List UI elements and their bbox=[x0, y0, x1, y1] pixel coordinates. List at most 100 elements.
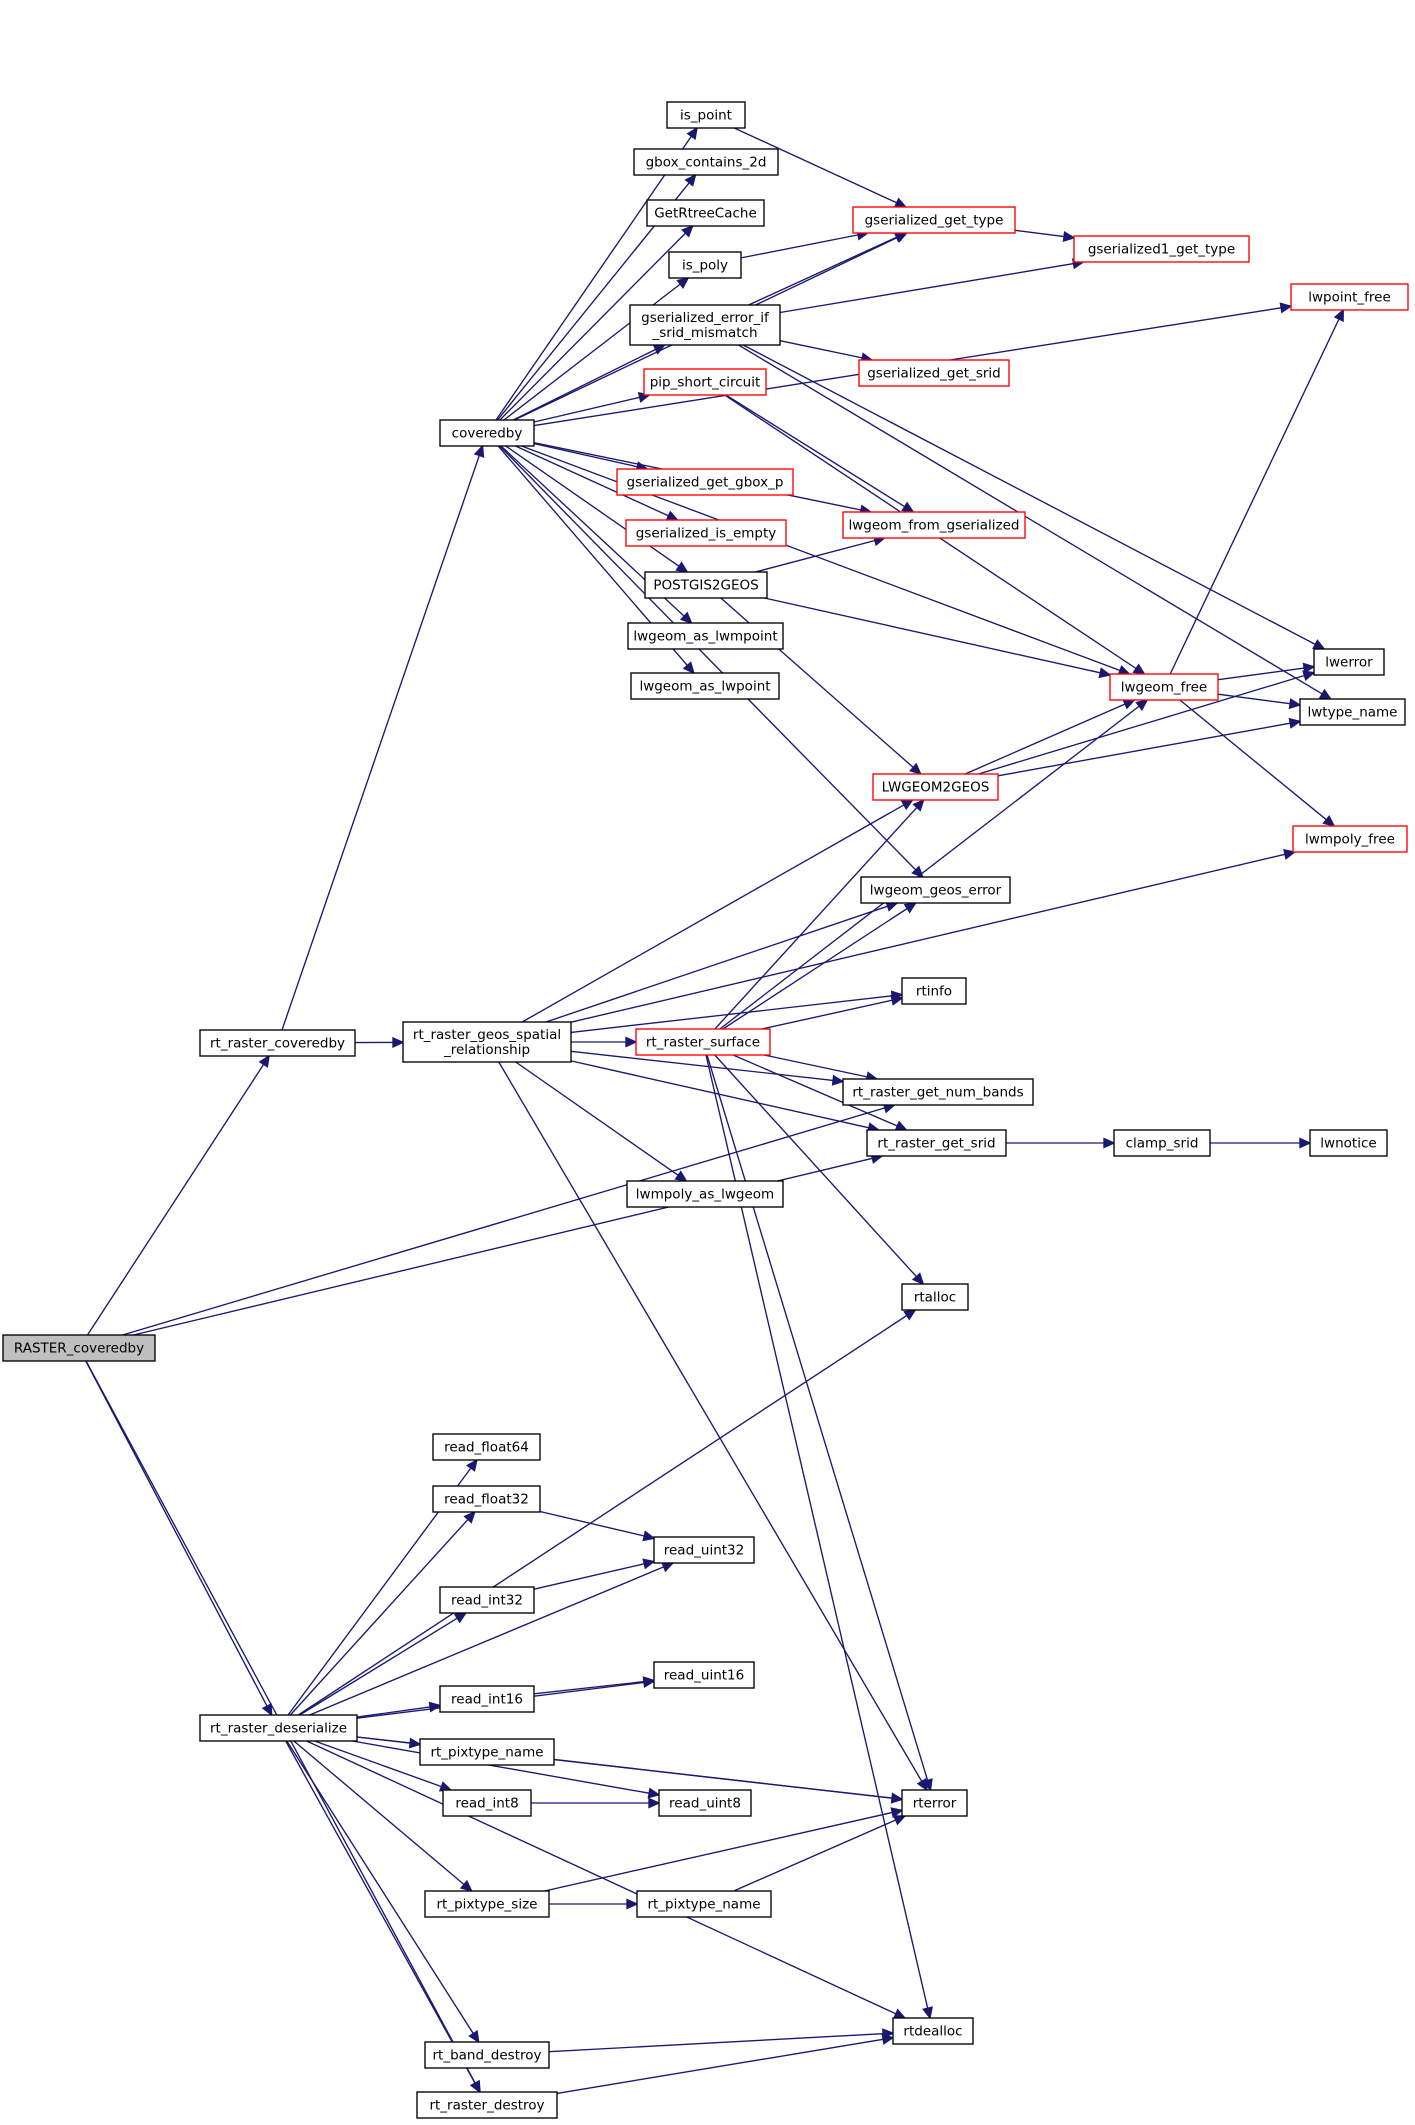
edge-line bbox=[742, 344, 1316, 645]
node-is-poly[interactable]: is_poly bbox=[668, 251, 742, 279]
node-rt-raster-deserialize[interactable]: rt_raster_deserialize bbox=[199, 1714, 358, 1742]
node-rterror[interactable]: rterror bbox=[901, 1789, 968, 1817]
node-label: read_float64 bbox=[444, 1440, 529, 1456]
edge-rt_raster_deserialize-to-rt_raster_destroy bbox=[285, 1740, 481, 2094]
node-label: lwgeom_geos_error bbox=[870, 883, 1002, 899]
node-label: rt_pixtype_name bbox=[430, 1745, 543, 1761]
edge-LWGEOM2GEOS-to-lwerror bbox=[978, 670, 1316, 775]
node-rt-raster-surface[interactable]: rt_raster_surface bbox=[635, 1028, 771, 1056]
edge-rt_raster_surface-to-rt_raster_get_num_bands bbox=[763, 1054, 879, 1083]
node-read-uint16[interactable]: read_uint16 bbox=[653, 1661, 755, 1689]
node-read-uint32[interactable]: read_uint32 bbox=[653, 1536, 755, 1564]
node-rtalloc[interactable]: rtalloc bbox=[901, 1283, 969, 1311]
node-gserialized-get-type[interactable]: gserialized_get_type bbox=[852, 206, 1016, 234]
edge-line bbox=[499, 445, 917, 871]
node-read-float32[interactable]: read_float32 bbox=[432, 1485, 541, 1513]
node-is-point[interactable]: is_point bbox=[666, 101, 746, 129]
node-label: rt_raster_surface bbox=[646, 1035, 760, 1051]
node-box bbox=[626, 1180, 784, 1208]
arrowhead-icon bbox=[625, 1036, 638, 1048]
node-rt-pixtype-size[interactable]: rt_pixtype_size bbox=[424, 1890, 550, 1918]
node-box bbox=[1290, 283, 1409, 311]
arrowhead-icon bbox=[1288, 717, 1302, 729]
node-gserialized-get-srid[interactable]: gserialized_get_srid bbox=[858, 359, 1010, 387]
edge-line bbox=[352, 1740, 650, 1794]
node-coveredby[interactable]: coveredby bbox=[439, 419, 535, 447]
node-label: lwmpoly_free bbox=[1305, 832, 1395, 848]
node-lwgeom-free[interactable]: lwgeom_free bbox=[1109, 673, 1219, 701]
edge-rt_raster_coveredby-to-coveredby bbox=[281, 444, 485, 1031]
arrowhead-icon bbox=[466, 1458, 478, 1472]
node-rtinfo[interactable]: rtinfo bbox=[901, 977, 967, 1005]
arrowhead-icon bbox=[922, 2006, 933, 2020]
node-rt-pixtype-name-a[interactable]: rt_pixtype_name bbox=[419, 1738, 555, 1766]
node-lwnotice[interactable]: lwnotice bbox=[1309, 1129, 1388, 1157]
node-read-int16[interactable]: read_int16 bbox=[439, 1685, 535, 1713]
node-lwmpoly-as-lwgeom[interactable]: lwmpoly_as_lwgeom bbox=[626, 1180, 784, 1208]
node-lwerror[interactable]: lwerror bbox=[1313, 648, 1385, 676]
node-lwmpoly-free[interactable]: lwmpoly_free bbox=[1292, 825, 1408, 853]
node-box bbox=[633, 148, 779, 176]
node-lwgeom2geos[interactable]: LWGEOM2GEOS bbox=[872, 773, 999, 801]
arrowhead-icon bbox=[922, 1778, 933, 1792]
node-read-int8[interactable]: read_int8 bbox=[442, 1789, 532, 1817]
edge-rt_pixtype_name_b-to-rterror bbox=[733, 1815, 907, 1892]
node-label: read_int16 bbox=[451, 1692, 523, 1708]
arrowhead-icon bbox=[1062, 230, 1076, 242]
node-box bbox=[439, 419, 535, 447]
node-gserialized1-get-type[interactable]: gserialized1_get_type bbox=[1073, 235, 1250, 263]
node-label: POSTGIS2GEOS bbox=[653, 578, 758, 594]
edge-line bbox=[725, 394, 906, 508]
edge-gserialized_get_type-to-gserialized1_get_type bbox=[1014, 229, 1076, 242]
arrowhead-icon bbox=[892, 1815, 907, 1826]
arrowhead-icon bbox=[909, 762, 922, 776]
node-label: lwpoint_free bbox=[1308, 290, 1391, 306]
node-rt-band-destroy[interactable]: rt_band_destroy bbox=[424, 2041, 550, 2069]
edge-line bbox=[748, 236, 897, 306]
node-label: GetRtreeCache bbox=[654, 206, 757, 222]
node-rtdealloc[interactable]: rtdealloc bbox=[892, 2017, 974, 2045]
node-read-float64[interactable]: read_float64 bbox=[432, 1433, 541, 1461]
node-read-int32[interactable]: read_int32 bbox=[439, 1586, 535, 1614]
edge-rt_raster_surface-to-rtinfo bbox=[761, 994, 904, 1030]
node-rt-raster-get-num-bands[interactable]: rt_raster_get_num_bands bbox=[842, 1078, 1034, 1106]
edge-line bbox=[544, 1811, 893, 1892]
node-lwgeom-from-gserialized[interactable]: lwgeom_from_gserialized bbox=[842, 511, 1026, 539]
node-gserialized-get-gbox-p[interactable]: gserialized_get_gbox_p bbox=[616, 468, 794, 496]
node-lwgeom-geos-error[interactable]: lwgeom_geos_error bbox=[860, 876, 1011, 904]
node-rt-raster-coveredby[interactable]: rt_raster_coveredby bbox=[199, 1029, 356, 1057]
node-clamp-srid[interactable]: clamp_srid bbox=[1113, 1129, 1211, 1157]
node-pip-short-circuit[interactable]: pip_short_circuit bbox=[643, 368, 767, 396]
node-lwtype-name[interactable]: lwtype_name bbox=[1299, 698, 1406, 726]
edge-read_int16-to-read_uint16 bbox=[533, 1676, 656, 1695]
node-layer: RASTER_coveredbyrt_raster_coveredbycover… bbox=[2, 101, 1409, 2119]
node-lwgeom-as-lwpoint[interactable]: lwgeom_as_lwpoint bbox=[630, 672, 780, 700]
node-lwpoint-free[interactable]: lwpoint_free bbox=[1290, 283, 1409, 311]
node-gserialized-error-if-srid-mismatch[interactable]: gserialized_error_if_srid_mismatch bbox=[629, 304, 781, 346]
node-gserialized-is-empty[interactable]: gserialized_is_empty bbox=[625, 519, 787, 547]
edge-line bbox=[738, 344, 1323, 695]
node-rt-raster-geos-spatial-relationship[interactable]: rt_raster_geos_spatial_relationship bbox=[402, 1021, 572, 1063]
arrowhead-icon bbox=[1333, 308, 1345, 323]
node-label: read_float32 bbox=[444, 1492, 529, 1508]
node-gbox-contains-2d[interactable]: gbox_contains_2d bbox=[633, 148, 779, 176]
arrowhead-icon bbox=[1122, 699, 1136, 710]
edge-rt_pixtype_name_a-to-rterror bbox=[553, 1758, 904, 1804]
node-box bbox=[842, 511, 1026, 539]
edge-rt_raster_geos_spatial_relationship-to-rtinfo bbox=[570, 990, 904, 1034]
node-read-uint8[interactable]: read_uint8 bbox=[658, 1789, 752, 1817]
edge-rt_pixtype_size-to-rt_pixtype_name_b bbox=[549, 1898, 639, 1910]
edge-clamp_srid-to-lwnotice bbox=[1210, 1137, 1312, 1149]
arrowhead-icon bbox=[1283, 849, 1297, 860]
node-getrtreecache[interactable]: GetRtreeCache bbox=[646, 199, 765, 227]
node-label: rt_raster_geos_spatial bbox=[413, 1027, 561, 1043]
node-postgis2geos[interactable]: POSTGIS2GEOS bbox=[644, 571, 768, 599]
node-rt-pixtype-name-b[interactable]: rt_pixtype_name bbox=[636, 1890, 772, 1918]
arrowhead-icon bbox=[900, 799, 915, 811]
node-label: read_uint32 bbox=[664, 1543, 745, 1559]
edge-rt_raster_geos_spatial_relationship-to-lwgeom_geos_error bbox=[545, 901, 899, 1023]
node-rt-raster-destroy[interactable]: rt_raster_destroy bbox=[416, 2091, 558, 2119]
node-lwgeom-as-lwmpoint[interactable]: lwgeom_as_lwmpoint bbox=[627, 622, 784, 650]
edge-rt_raster_deserialize-to-read_uint32 bbox=[309, 1561, 675, 1716]
node-rt-raster-get-srid[interactable]: rt_raster_get_srid bbox=[866, 1129, 1007, 1157]
